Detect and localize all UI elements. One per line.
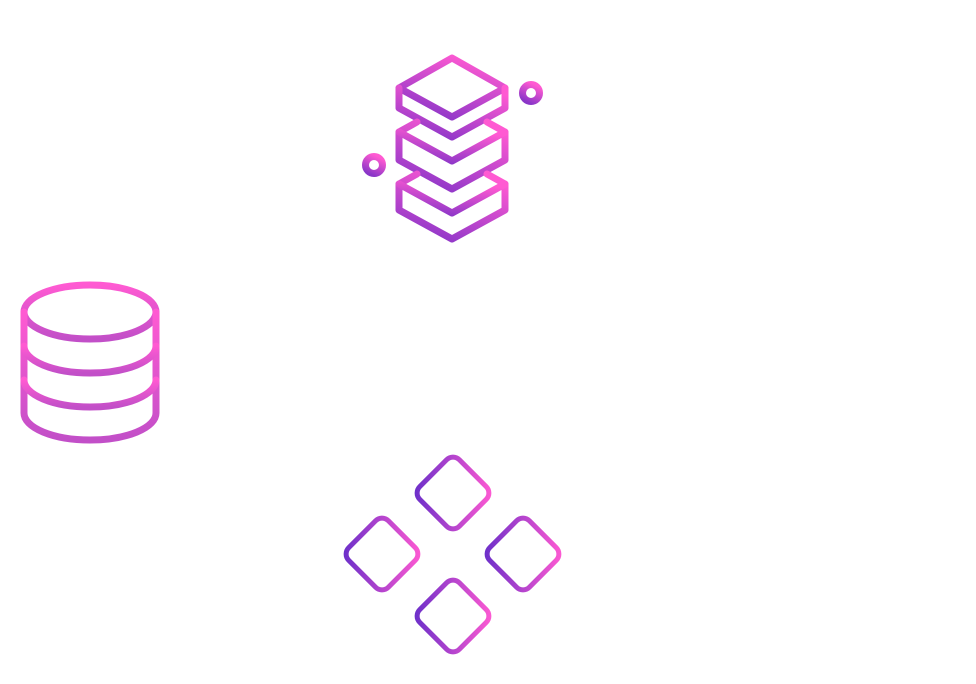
diamond-tiles-icon <box>326 436 580 672</box>
database-icon <box>15 278 165 450</box>
stacked-blocks-icon <box>355 50 555 250</box>
